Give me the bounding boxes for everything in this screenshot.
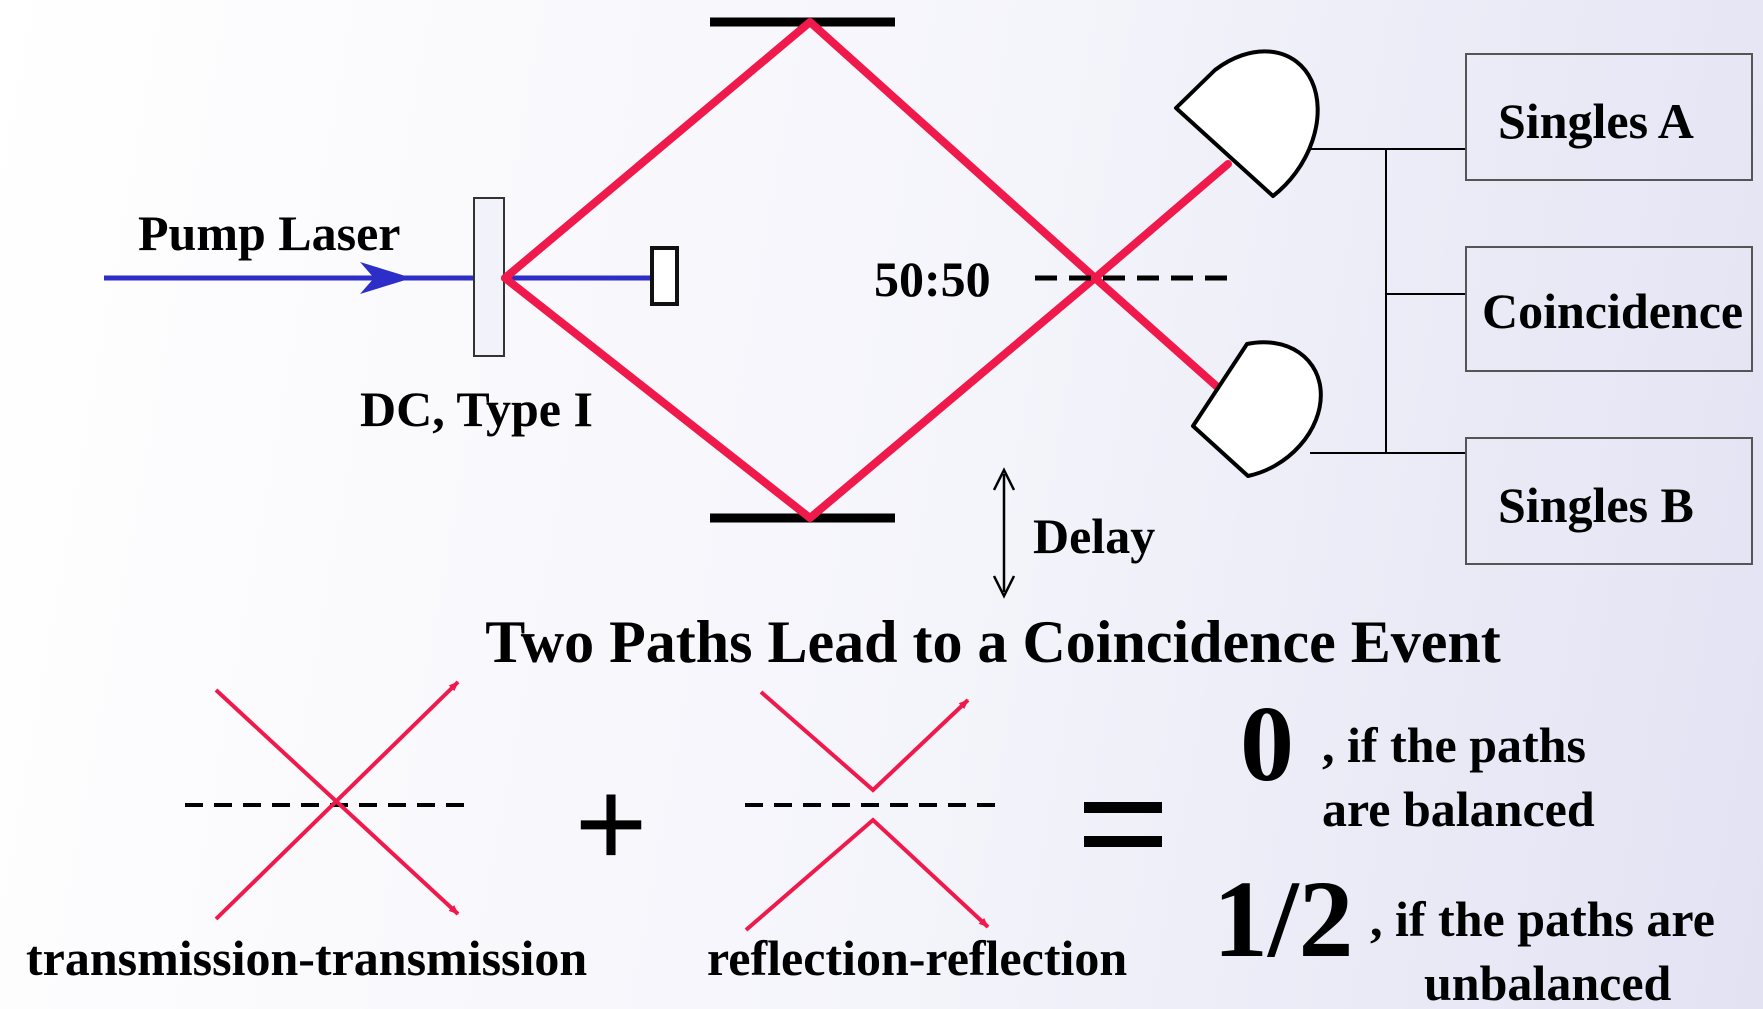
- tt-diagram: [185, 680, 465, 921]
- result-half-text-line-2: unbalanced: [1424, 955, 1672, 1009]
- equals-sign: [1084, 802, 1162, 847]
- dc-crystal: [473, 197, 505, 357]
- dc-crystal-label: DC, Type I: [360, 381, 593, 437]
- singles-b-box: [1465, 437, 1753, 565]
- delay-label: Delay: [1033, 508, 1155, 564]
- result-zero-text-line-2: are balanced: [1322, 781, 1595, 837]
- explanation-title: Two Paths Lead to a Coincidence Event: [485, 609, 1501, 675]
- singles-b-label: Singles B: [1498, 477, 1694, 533]
- upper-photon-path: [501, 18, 1236, 404]
- delay-arrow: [992, 467, 1016, 599]
- pump-laser-beam: [104, 262, 668, 294]
- plus-sign: +: [574, 753, 648, 897]
- result-half-text-line-1: , if the paths are: [1370, 891, 1715, 947]
- beamsplitter-label: 50:50: [874, 251, 991, 307]
- pump-laser-label: Pump Laser: [138, 205, 401, 261]
- singles-a-box: [1465, 53, 1753, 181]
- rr-label: reflection-reflection: [707, 930, 1127, 986]
- result-zero-text-line-1: , if the paths: [1322, 717, 1586, 773]
- photon-paths: [501, 18, 1236, 522]
- result-half: 1/2: [1213, 858, 1354, 980]
- coincidence-label: Coincidence: [1482, 283, 1743, 339]
- singles-a-label: Singles A: [1498, 93, 1694, 149]
- coincidence-box: [1465, 246, 1753, 372]
- tt-label: transmission-transmission: [26, 930, 587, 986]
- lower-photon-path: [501, 160, 1232, 522]
- beam-dump: [650, 246, 679, 306]
- pump-direction-arrow: [360, 262, 412, 294]
- rr-diagram: [744, 690, 1002, 932]
- detector-b: [1191, 340, 1323, 478]
- detector-a: [1174, 49, 1320, 198]
- detector-wiring: [1310, 148, 1466, 454]
- result-zero: 0: [1240, 685, 1294, 804]
